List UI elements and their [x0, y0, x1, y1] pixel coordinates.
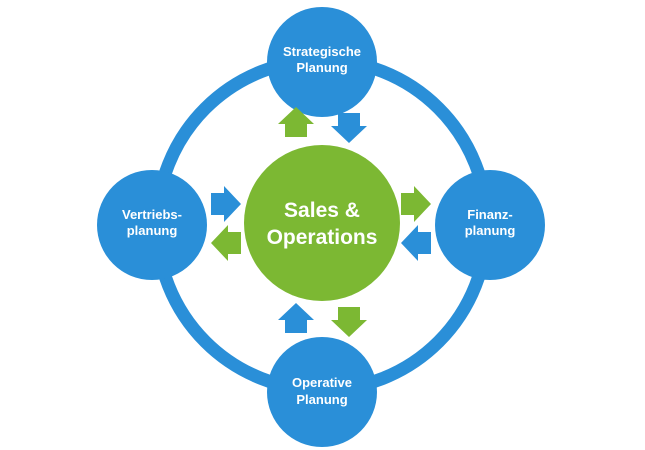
arrow-bottom-up — [278, 303, 314, 333]
node-right: Finanz- planung — [435, 170, 545, 280]
arrow-left-in — [211, 186, 241, 222]
node-right-line1: Finanz- — [467, 207, 513, 222]
node-left-line2: planung — [127, 223, 178, 238]
node-center-line2: Operations — [267, 226, 378, 249]
arrow-bottom-down — [331, 307, 367, 337]
node-left-line1: Vertriebs- — [122, 207, 182, 222]
arrow-right-out — [401, 186, 431, 222]
node-top-line2: Planung — [296, 60, 347, 75]
node-center-line1: Sales & — [284, 199, 360, 222]
arrow-left-out — [211, 225, 241, 261]
node-right-line2: planung — [465, 223, 516, 238]
node-left: Vertriebs- planung — [97, 170, 207, 280]
node-bottom-line1: Operative — [292, 375, 352, 390]
node-top: Strategische Planung — [267, 7, 377, 117]
node-bottom: Operative Planung — [267, 337, 377, 447]
node-bottom-line2: Planung — [296, 392, 347, 407]
node-top-line1: Strategische — [283, 44, 361, 59]
arrow-top-up — [278, 107, 314, 137]
arrow-top-down — [331, 113, 367, 143]
node-center: Sales & Operations — [244, 145, 400, 301]
arrow-right-in — [401, 225, 431, 261]
